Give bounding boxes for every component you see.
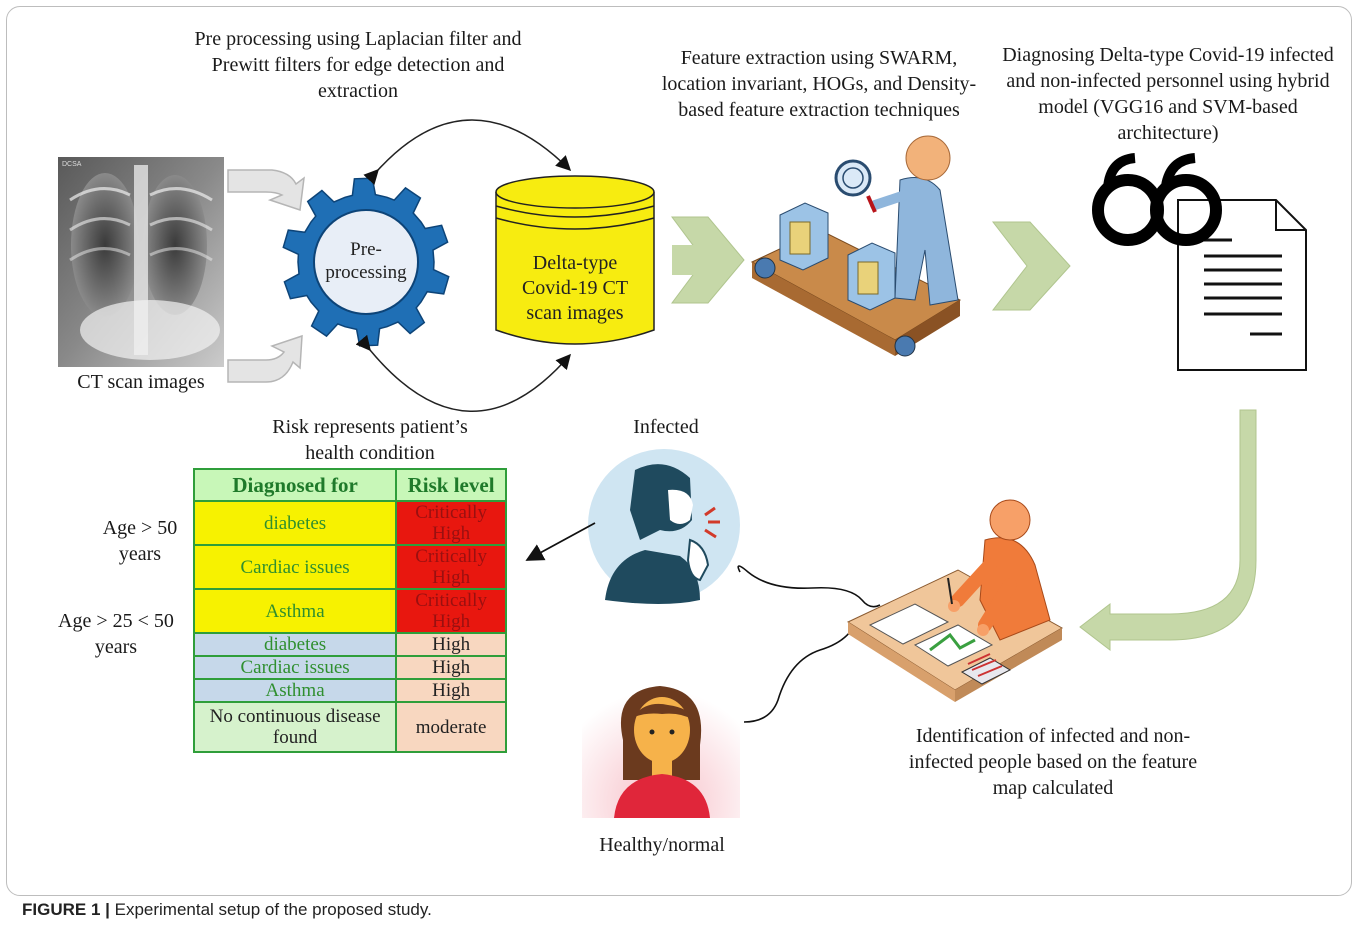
caption-text: Experimental setup of the proposed study… [114,900,432,919]
diagnosed-cell: Cardiac issues [192,655,398,680]
cylinder-label-line3: scan images [526,302,623,324]
risk-cell: Critically High [395,500,507,546]
risk-cell: High [395,678,507,703]
identification-text: Identification of infected and non-infec… [908,725,1198,799]
cylinder-icon [495,175,655,345]
age-group-2: Age > 25 < 50 years [58,610,174,658]
xray-tag: DCSA [62,161,82,168]
diagnosed-cell: Cardiac issues [192,544,398,590]
gear-label-line2: processing [325,262,407,283]
diagnosed-cell: Asthma [192,588,398,634]
conveyor-inspector-icon [750,135,962,357]
diagnosing-title: Diagnosing Delta-type Covid-19 infected … [1002,44,1334,144]
diagnosed-cell: No continuous disease found [192,701,398,753]
cylinder-label-line2: Covid-19 CT [522,277,628,299]
cycle-arrows [355,119,572,412]
risk-cell: High [395,632,507,657]
healthy-woman-icon [582,658,740,818]
ct-scan-caption: CT scan images [77,371,205,393]
preprocessing-title: Pre processing using Laplacian filter an… [194,28,522,102]
risk-cell: High [395,655,507,680]
risk-table-header: Diagnosed for Risk level [192,468,507,502]
gear-center [313,209,419,315]
healthy-label: Healthy/normal [599,834,725,856]
arrow-to-risk-table [525,522,596,561]
diagnosed-cell: diabetes [192,632,398,657]
glasses-document-icon [1092,153,1307,371]
connector-wires [737,565,881,723]
risk-cell: Critically High [395,544,507,590]
risk-cell: moderate [395,701,507,753]
header-risk-level: Risk level [395,468,507,502]
age-group-1: Age > 50 years [102,517,178,565]
coughing-person-icon [588,449,740,604]
flow-chevron-1 [671,216,745,304]
xray-to-gear-arrows [227,169,305,383]
diagnosed-cell: diabetes [192,500,398,546]
risk-title: Risk represents patient’s health conditi… [272,416,468,464]
header-diagnosed-for: Diagnosed for [192,468,398,502]
feature-extraction-title: Feature extraction using SWARM, location… [661,47,977,121]
infected-label: Infected [633,416,699,438]
curved-flow-arrow [1079,409,1257,652]
caption-label: FIGURE 1 | [22,900,110,919]
diagnosed-cell: Asthma [192,678,398,703]
desk-worker-icon [846,499,1064,702]
flow-chevron-2 [991,221,1071,311]
figure-frame [6,6,1352,896]
risk-cell: Critically High [395,588,507,634]
gear-icon [282,177,450,347]
cylinder-label-line1: Delta-type [533,252,618,274]
xray-image [58,157,224,367]
figure-caption: FIGURE 1 | Experimental setup of the pro… [22,900,432,920]
gear-label-line1: Pre- [350,239,382,260]
